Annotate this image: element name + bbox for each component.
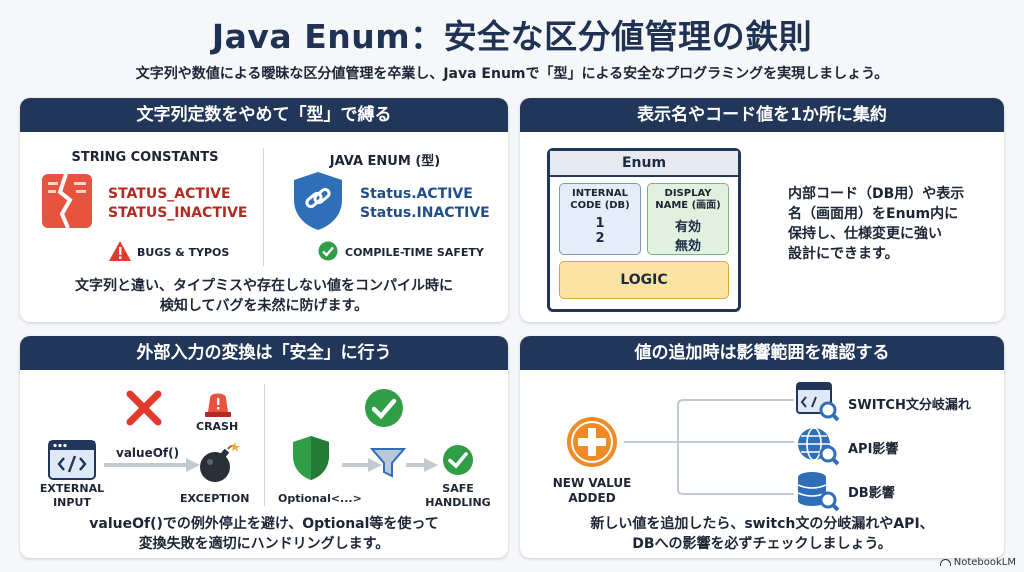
display-name-value: 有効 xyxy=(674,220,701,235)
enum-box-title: Enum xyxy=(550,151,738,177)
page-subtitle: 文字列や数値による曖昧な区分値管理を卒業し、Java Enumで「型」による安全… xyxy=(135,66,889,82)
panel-centralize: 表示名やコード値を1か所に集約 Enum INTERNAL CODE (DB) … xyxy=(520,98,1004,322)
header-line: INTERNAL xyxy=(572,188,628,199)
string-constant-line: STATUS_ACTIVE xyxy=(108,186,231,202)
display-name-box: DISPLAY NAME (画面) 有効 無効 xyxy=(647,183,729,255)
brand-watermark: NotebookLM xyxy=(939,557,1016,568)
logic-box: LOGIC xyxy=(559,261,729,299)
divider xyxy=(263,148,264,266)
description-line: DBへの影響を必ずチェックしましょう。 xyxy=(632,536,892,552)
brand-label: NotebookLM xyxy=(953,557,1016,568)
bugs-typos-label: BUGS & TYPOS xyxy=(137,246,230,259)
impact-item: API影響 xyxy=(848,442,899,457)
panel-safe-conversion: 外部入力の変換は「安全」に行う EXTERNAL INPUT valueOf()… xyxy=(20,336,508,558)
label-line: ADDED xyxy=(568,491,616,505)
panel-title: 外部入力の変換は「安全」に行う xyxy=(20,336,508,370)
description-line: valueOf()での例外停止を避け、Optional等を使って xyxy=(89,516,439,532)
plus-circle-icon xyxy=(567,417,617,467)
description-line: 変換失敗を適切にハンドリングします。 xyxy=(138,536,390,552)
new-value-label: NEW VALUE ADDED xyxy=(542,476,642,506)
label-line: EXTERNAL xyxy=(39,482,105,495)
filter-funnel-icon xyxy=(370,448,406,478)
header-line: NAME (画面) xyxy=(655,200,721,211)
panel-impact-check: 値の追加時は影響範囲を確認する NEW VALUE ADDED SWITCH文分… xyxy=(520,336,1004,558)
crash-label: CRASH xyxy=(196,420,239,433)
description-line: 新しい値を追加したら、switch文の分岐漏れやAPI、 xyxy=(590,516,934,532)
enum-box: Enum INTERNAL CODE (DB) 1 2 DISPLAY NAME… xyxy=(547,148,741,312)
display-name-value: 無効 xyxy=(674,239,701,254)
description-line: 内部コード（DB用）や表示 xyxy=(788,186,965,202)
panel-title: 表示名やコード値を1か所に集約 xyxy=(520,98,1004,132)
safe-handling-label: SAFE HANDLING xyxy=(418,482,498,510)
red-x-icon xyxy=(126,390,162,426)
arrow-right-icon xyxy=(342,458,382,472)
panel-description: valueOf()での例外停止を避け、Optional等を使って 変換失敗を適切… xyxy=(30,514,498,554)
enum-line: Status.INACTIVE xyxy=(360,205,490,221)
warning-icon xyxy=(109,241,131,261)
browser-code-icon xyxy=(48,440,96,480)
internal-code-box: INTERNAL CODE (DB) 1 2 xyxy=(559,183,641,255)
header-line: CODE (DB) xyxy=(570,200,630,211)
check-circle-icon xyxy=(318,241,338,261)
impact-item: SWITCH文分岐漏れ xyxy=(848,398,971,413)
description-line: 検知してバグを未然に防げます。 xyxy=(159,298,369,314)
globe-search-icon xyxy=(798,427,840,466)
panel-type-binding: 文字列定数をやめて「型」で縛る STRING CONSTANTS STATUS_… xyxy=(20,98,508,322)
java-enum-heading: JAVA ENUM (型) xyxy=(329,154,441,169)
check-circle-icon xyxy=(443,445,473,475)
arrow-right-icon xyxy=(104,458,200,472)
description-line: 文字列と違い、タイプミスや存在しない値をコンパイル時に xyxy=(75,278,453,294)
exception-label: EXCEPTION xyxy=(180,492,250,505)
description-line: 名（画面用）をEnum内に xyxy=(788,206,959,222)
check-circle-icon xyxy=(365,389,403,427)
divider xyxy=(264,384,265,506)
bomb-icon xyxy=(200,442,240,482)
description-line: 設計にできます。 xyxy=(788,246,899,262)
database-search-icon xyxy=(797,472,840,512)
compile-time-safety-label: COMPILE-TIME SAFETY xyxy=(345,246,484,259)
shield-link-icon xyxy=(294,172,342,230)
header-line: DISPLAY xyxy=(664,188,712,199)
label-line: INPUT xyxy=(53,496,91,509)
panel-title: 値の追加時は影響範囲を確認する xyxy=(520,336,1004,370)
broken-file-icon xyxy=(42,173,92,229)
label-line: NEW VALUE xyxy=(552,476,632,490)
display-name-header: DISPLAY NAME (画面) xyxy=(648,188,728,212)
siren-icon xyxy=(205,393,231,417)
shield-icon xyxy=(293,436,329,480)
label-line: HANDLING xyxy=(425,496,491,509)
internal-code-value: 1 xyxy=(595,216,605,231)
enum-line: Status.ACTIVE xyxy=(360,186,473,202)
valueof-label: valueOf() xyxy=(116,446,180,460)
panel-description: 新しい値を追加したら、switch文の分岐漏れやAPI、 DBへの影響を必ずチェ… xyxy=(530,514,994,554)
code-search-icon xyxy=(796,382,840,422)
impact-item: DB影響 xyxy=(848,486,895,501)
label-line: SAFE xyxy=(442,482,474,495)
notebook-logo-icon xyxy=(939,559,951,566)
internal-code-value: 2 xyxy=(595,231,605,246)
panel-title: 文字列定数をやめて「型」で縛る xyxy=(20,98,508,132)
string-constant-line: STATUS_INACTIVE xyxy=(108,205,248,221)
arrow-right-icon xyxy=(406,458,438,472)
internal-code-header: INTERNAL CODE (DB) xyxy=(560,188,640,212)
branch-connector-lines xyxy=(624,399,794,495)
external-input-label: EXTERNAL INPUT xyxy=(32,482,112,510)
description-line: 保持し、仕様変更に強い xyxy=(788,226,942,242)
page-title: Java Enum：安全な区分値管理の鉄則 xyxy=(211,17,813,56)
panel-description: 文字列と違い、タイプミスや存在しない値をコンパイル時に 検知してバグを未然に防げ… xyxy=(30,276,498,316)
panel-description: 内部コード（DB用）や表示 名（画面用）をEnum内に 保持し、仕様変更に強い … xyxy=(788,184,988,264)
optional-label: Optional<...> xyxy=(278,492,362,505)
string-constants-heading: STRING CONSTANTS xyxy=(71,150,219,165)
